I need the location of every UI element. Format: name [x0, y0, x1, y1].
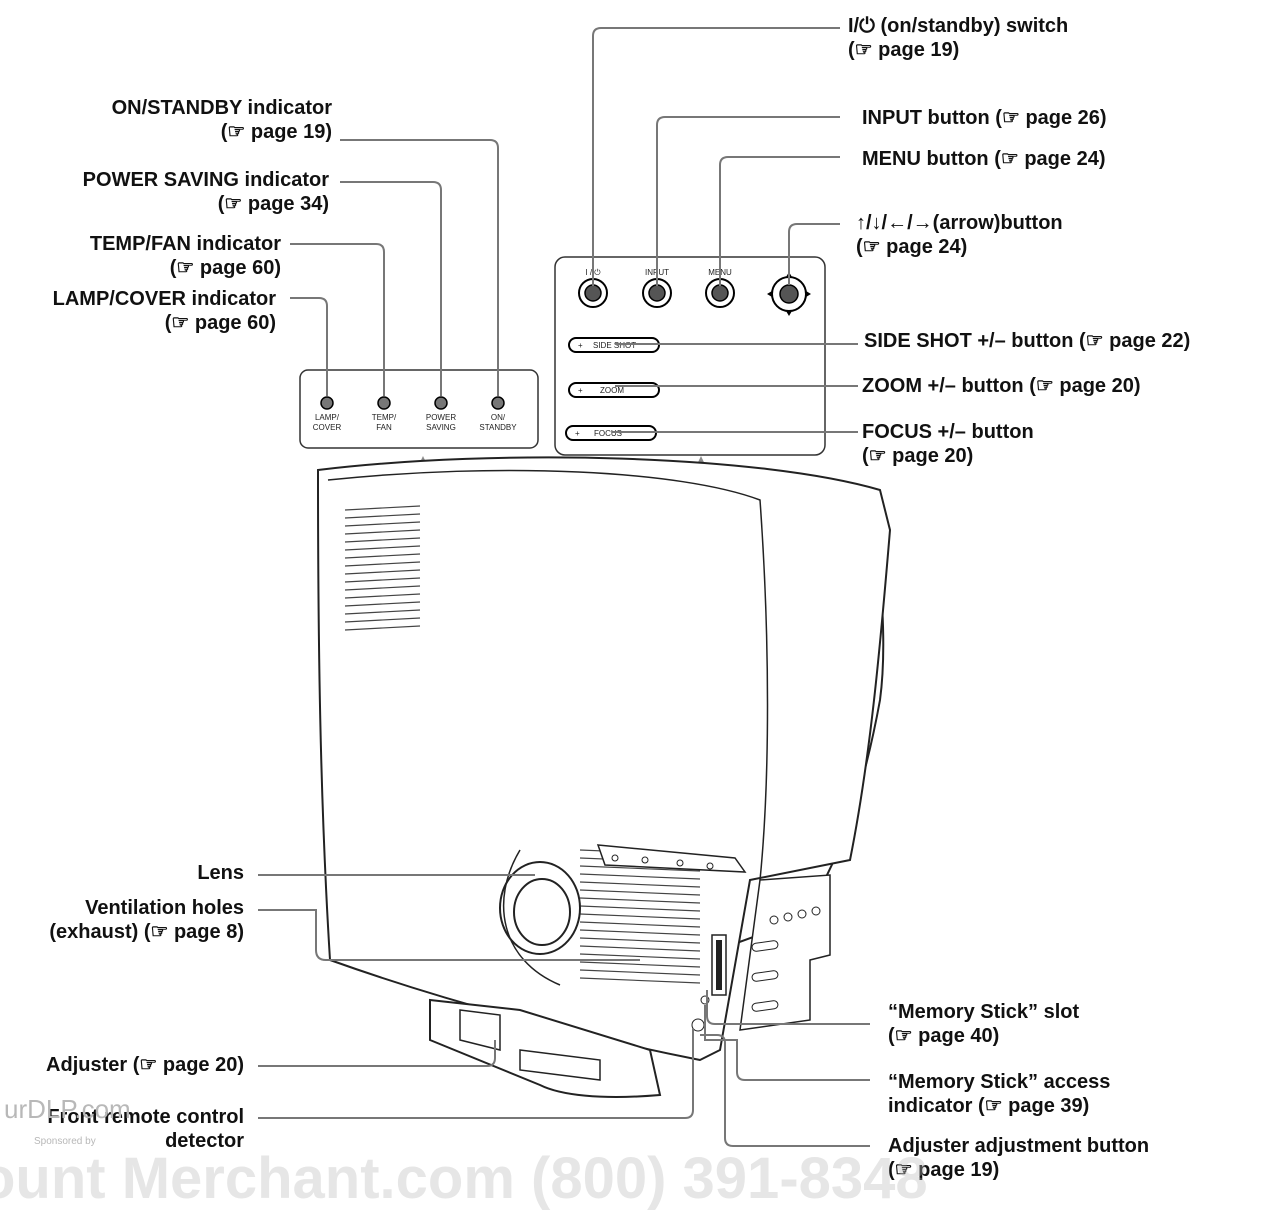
memory-stick-access-label: “Memory Stick” access indicator (☞ page …: [888, 1070, 1110, 1118]
temp-fan-label-line2: (☞ page 60): [169, 257, 281, 279]
input-button-label: INPUT button (☞ page 26): [862, 106, 1107, 130]
leader-lines: [258, 27, 870, 1147]
front-remote-label: Front remote control detector: [47, 1105, 244, 1153]
control-panel: I / ⏻ INPUT MENU + SIDE SHOT: [554, 256, 826, 456]
side-shot-plus: +: [578, 341, 583, 350]
on-standby-led: [491, 396, 505, 410]
on-standby-label-line2: (☞ page 19): [220, 121, 332, 143]
temp-fan-led: [377, 396, 391, 410]
power-saving-label-line1: POWER SAVING indicator: [82, 169, 329, 191]
memory-stick-slot-line2: (☞ page 40): [888, 1025, 1000, 1047]
adjuster-label: Adjuster (☞ page 20): [46, 1053, 244, 1077]
side-shot-label-line1: SIDE SHOT +/– button (☞ page 22): [864, 330, 1191, 352]
arrow-panel-button: [767, 272, 811, 316]
focus-label-line1: FOCUS +/– button: [862, 421, 1034, 443]
watermark-bottom: ount Merchant.com (800) 391-8348: [0, 1146, 928, 1211]
ventilation-label-line2: (exhaust) (☞ page 8): [49, 921, 244, 943]
power-saving-label: POWER SAVING indicator (☞ page 34): [83, 168, 329, 216]
lamp-cover-text-2: COVER: [313, 423, 342, 432]
zoom-label: ZOOM +/– button (☞ page 20): [862, 374, 1141, 398]
memory-stick-slot-label: “Memory Stick” slot (☞ page 40): [888, 1000, 1079, 1048]
ventilation-label: Ventilation holes (exhaust) (☞ page 8): [49, 896, 244, 944]
on-standby-label-line1: ON/STANDBY indicator: [111, 97, 332, 119]
indicator-panel: LAMP/ COVER TEMP/ FAN POWER SAVING ON/ S…: [299, 369, 539, 449]
arrow-button-label-line1: ↑/↓/←/→(arrow)button: [856, 212, 1063, 234]
power-saving-label-line2: (☞ page 34): [217, 193, 329, 215]
front-remote-label-line2: detector: [165, 1130, 244, 1152]
on-standby-text-1: ON/: [491, 413, 506, 422]
menu-panel-button: [705, 278, 735, 308]
adjuster-button-line1: Adjuster adjustment button: [888, 1135, 1150, 1157]
power-switch-label-line2: (☞ page 19): [848, 39, 960, 61]
focus-label-line2: (☞ page 20): [862, 445, 974, 467]
arrow-button-label-line2: (☞ page 24): [856, 236, 968, 258]
menu-button-label-line1: MENU button (☞ page 24): [862, 148, 1106, 170]
projector-drawing: [316, 456, 892, 1098]
temp-fan-label-line1: TEMP/FAN indicator: [89, 233, 281, 255]
power-saving-text-1: POWER: [426, 413, 456, 422]
adjuster-label-line1: Adjuster (☞ page 20): [46, 1054, 244, 1076]
front-remote-label-line1: Front remote control: [47, 1106, 244, 1128]
power-switch-label: I/⏻ (on/standby) switch (☞ page 19): [848, 14, 1068, 62]
power-switch-label-line1: I/⏻ (on/standby) switch: [848, 15, 1069, 37]
watermark-sponsor: Sponsored by: [34, 1136, 96, 1147]
side-shot-panel-label: SIDE SHOT: [593, 341, 636, 350]
focus-plus: +: [575, 429, 580, 438]
power-saving-led: [434, 396, 448, 410]
temp-fan-text-2: FAN: [376, 423, 392, 432]
on-standby-text-2: STANDBY: [479, 423, 517, 432]
lens-label-line1: Lens: [197, 862, 244, 884]
lamp-cover-led: [320, 396, 334, 410]
menu-button-label: MENU button (☞ page 24): [862, 147, 1105, 171]
focus-panel-label: FOCUS: [594, 429, 622, 438]
temp-fan-text-1: TEMP/: [372, 413, 397, 422]
lamp-cover-text-1: LAMP/: [315, 413, 340, 422]
zoom-label-line1: ZOOM +/– button (☞ page 20): [862, 375, 1141, 397]
memory-stick-access-line2: indicator (☞ page 39): [888, 1095, 1090, 1117]
input-button-label-line1: INPUT button (☞ page 26): [862, 107, 1107, 129]
on-standby-label: ON/STANDBY indicator (☞ page 19): [112, 96, 332, 144]
memory-stick-access-line1: “Memory Stick” access: [888, 1071, 1111, 1093]
adjuster-button-line2: (☞ page 19): [888, 1159, 1000, 1181]
watermark-top: urDLP.com: [4, 1094, 131, 1124]
focus-label: FOCUS +/– button (☞ page 20): [862, 420, 1034, 468]
lens-label: Lens: [197, 861, 244, 885]
zoom-panel-label: ZOOM: [600, 386, 624, 395]
side-shot-label: SIDE SHOT +/– button (☞ page 22): [864, 329, 1190, 353]
power-saving-text-2: SAVING: [426, 423, 456, 432]
adjuster-button-label: Adjuster adjustment button (☞ page 19): [888, 1134, 1149, 1182]
zoom-plus: +: [578, 386, 583, 395]
lens-ring-inner: [513, 878, 571, 946]
focus-rocker: + FOCUS: [565, 425, 657, 441]
lamp-cover-label: LAMP/COVER indicator (☞ page 60): [53, 287, 276, 335]
arrow-button-label: ↑/↓/←/→(arrow)button (☞ page 24): [856, 211, 1063, 259]
lamp-cover-label-line2: (☞ page 60): [164, 312, 276, 334]
memory-stick-slot-line1: “Memory Stick” slot: [888, 1001, 1080, 1023]
lamp-cover-label-line1: LAMP/COVER indicator: [52, 288, 276, 310]
ventilation-label-line1: Ventilation holes: [85, 897, 244, 919]
temp-fan-label: TEMP/FAN indicator (☞ page 60): [90, 232, 281, 280]
